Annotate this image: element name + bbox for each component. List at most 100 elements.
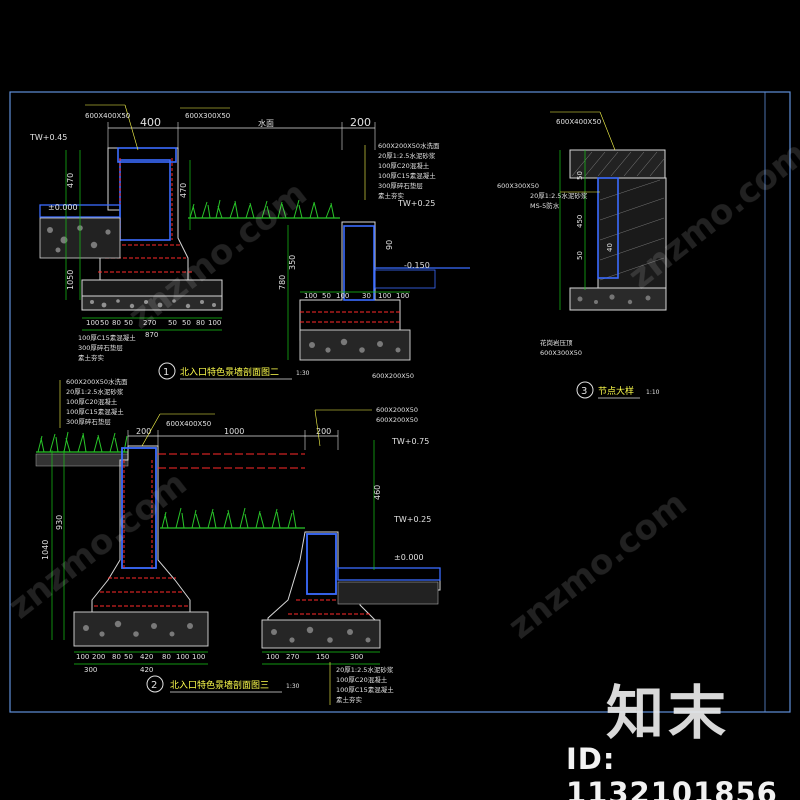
section-2: 200 1000 200 xyxy=(35,377,441,705)
s2-bdim-3: 80 xyxy=(112,653,121,661)
s1-bdim-4: 50 xyxy=(124,319,133,327)
s2-vdim-1: 1040 xyxy=(41,540,50,560)
s1-bdim-total: 870 xyxy=(145,331,158,339)
s1-title: 北入口特色景墙剖面图二 xyxy=(180,366,279,378)
s1-scale: 1:30 xyxy=(296,370,310,377)
s2-elev-tw075: TW+0.75 xyxy=(391,437,429,446)
s2-rbdim-2: 270 xyxy=(286,653,299,661)
s1-layer-6: 素土夯实 xyxy=(378,191,405,200)
watermark-diag-4: znzmo.com xyxy=(1,464,195,628)
section-3-detail: 50 450 50 40 600X400X50 600X300X50 20厚1:… xyxy=(497,111,667,399)
s1-rbdim-3: 100 xyxy=(336,292,349,300)
s1-bdim-8: 80 xyxy=(196,319,205,327)
s1-note-bottom: 600X200X50 xyxy=(372,372,414,380)
s2-top-dim-1: 200 xyxy=(136,427,151,436)
s1-rbdim-4: 30 xyxy=(362,292,371,300)
s2-layer-4: 100厚C15素混凝土 xyxy=(66,407,124,416)
s1-annot-top-1: 600X400X50 xyxy=(85,112,130,120)
s1-vdim-2: 1050 xyxy=(66,270,75,290)
s3-side-note-1: 600X300X50 xyxy=(497,182,539,190)
s1-left-layer-1: 100厚C15素混凝土 xyxy=(78,333,136,342)
s3-scale: 1:10 xyxy=(646,389,660,396)
s1-span-label: 水面 xyxy=(258,118,274,128)
s3-side-note-3: MS-5防水 xyxy=(530,201,560,210)
s1-bdim-7: 50 xyxy=(182,319,191,327)
s1-vdim-5: 350 xyxy=(288,255,297,270)
s1-elev-tw045: TW+0.45 xyxy=(29,133,67,142)
s2-bdim-8: 100 xyxy=(192,653,205,661)
s1-vdim-1: 470 xyxy=(66,173,75,188)
s1-top-dim-1: 400 xyxy=(140,116,161,129)
s2-rbdim-1: 100 xyxy=(266,653,279,661)
s2-elev-tw025: TW+0.25 xyxy=(393,515,431,524)
s1-bdim-9: 100 xyxy=(208,319,221,327)
watermark-diag-1: znzmo.com xyxy=(121,174,315,338)
s3-number: 3 xyxy=(581,386,587,397)
s2-annot-top-1: 600X400X50 xyxy=(166,420,211,428)
s2-layer-3: 100厚C20混凝土 xyxy=(66,397,118,406)
s2-bdim-2: 200 xyxy=(92,653,105,661)
brand-watermark-logo: 知末 xyxy=(606,679,731,747)
s3-top-note: 600X400X50 xyxy=(556,118,601,126)
s1-annot-top-2: 600X300X50 xyxy=(185,112,230,120)
s1-rbdim-1: 100 xyxy=(304,292,317,300)
s2-bdim-1: 100 xyxy=(76,653,89,661)
s1-elev-0150: -0.150 xyxy=(404,261,430,270)
s1-layer-3: 100厚C20混凝土 xyxy=(378,161,430,170)
s3-dim-4: 40 xyxy=(606,243,614,252)
s1-layer-2: 20厚1:2.5水泥砂浆 xyxy=(378,151,436,160)
s2-rlayer-4: 素土夯实 xyxy=(336,695,363,704)
s1-vdim-4: 780 xyxy=(278,275,287,290)
s3-side-note-2: 20厚1:2.5水泥砂浆 xyxy=(530,191,588,200)
s2-title: 北入口特色景墙剖面图三 xyxy=(170,679,269,691)
s2-rlayer-2: 100厚C20混凝土 xyxy=(336,675,388,684)
s1-bdim-2: 50 xyxy=(100,319,109,327)
s2-number: 2 xyxy=(151,680,157,691)
s2-layer-2: 20厚1:2.5水泥砂浆 xyxy=(66,387,124,396)
s1-vdim-3: 470 xyxy=(179,183,188,198)
s2-annot-top-3: 600X200X50 xyxy=(376,416,418,424)
s2-elev-000: ±0.000 xyxy=(394,553,424,562)
s1-bdim-6: 50 xyxy=(168,319,177,327)
s1-top-dim-2: 200 xyxy=(350,116,371,129)
s2-bdim-total: 300 xyxy=(84,666,97,674)
s1-elev-000: ±0.000 xyxy=(48,203,78,212)
s2-rbdim-3: 150 xyxy=(316,653,329,661)
s2-layer-5: 300厚碎石垫层 xyxy=(66,417,111,426)
s1-rbdim-6: 100 xyxy=(396,292,409,300)
s2-annot-top-2: 600X200X50 xyxy=(376,406,418,414)
s1-rbdim-5: 100 xyxy=(378,292,391,300)
s2-bdim-6: 80 xyxy=(162,653,171,661)
s2-scale: 1:30 xyxy=(286,683,300,690)
s3-bottom-note-2: 600X300X50 xyxy=(540,349,582,357)
s2-vdim-3: 460 xyxy=(373,485,382,500)
s3-title: 节点大样 xyxy=(598,385,634,397)
s2-rbdim-4: 300 xyxy=(350,653,363,661)
image-id-label: ID: 1132101856 xyxy=(566,742,778,800)
s3-dim-3: 50 xyxy=(576,251,584,260)
s1-bdim-5: 270 xyxy=(143,319,156,327)
s1-layer-4: 100厚C15素混凝土 xyxy=(378,171,436,180)
s1-bdim-3: 80 xyxy=(112,319,121,327)
sheet-frame xyxy=(9,91,791,713)
s2-rlayer-3: 100厚C15素混凝土 xyxy=(336,685,394,694)
section-1: 400 200 水面 xyxy=(29,104,470,380)
watermark-diag-2: znzmo.com xyxy=(501,484,695,648)
s1-layer-5: 300厚碎石垫层 xyxy=(378,181,423,190)
s1-left-layer-2: 300厚碎石垫层 xyxy=(78,343,123,352)
s1-layer-1: 600X200X50水洗面 xyxy=(378,141,440,150)
s1-bdim-1: 100 xyxy=(86,319,99,327)
s2-layer-1: 600X200X50水洗面 xyxy=(66,377,128,386)
s2-bdim-5: 420 xyxy=(140,653,153,661)
s3-dim-1: 50 xyxy=(576,171,584,180)
s2-top-dim-2: 1000 xyxy=(224,427,244,436)
s2-bdim-4: 50 xyxy=(124,653,133,661)
s3-bottom-note-1: 花岗岩压顶 xyxy=(540,338,573,347)
s2-bdim-mid: 420 xyxy=(140,666,153,674)
s1-vdim-6: 90 xyxy=(385,240,394,250)
s1-rbdim-2: 50 xyxy=(322,292,331,300)
s2-top-dim-3: 200 xyxy=(316,427,331,436)
s2-bdim-7: 100 xyxy=(176,653,189,661)
